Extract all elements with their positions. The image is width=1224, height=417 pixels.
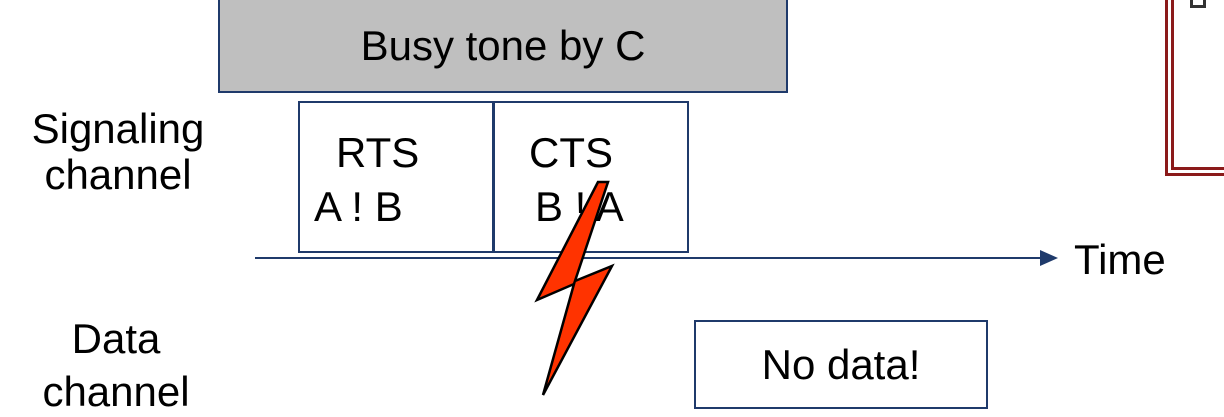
cts-title: CTS (529, 129, 613, 176)
cropped-frame-box (1165, 0, 1224, 176)
time-label: Time (1074, 236, 1166, 283)
rts-title: RTS (336, 129, 420, 176)
rts-box: RTS A ! B (298, 101, 494, 253)
no-data-label: No data! (761, 340, 921, 388)
data-label-line2: channel (42, 368, 190, 415)
rts-subtitle: A ! B (314, 183, 403, 230)
signaling-label-line2: channel (44, 151, 192, 198)
data-channel-label: Data channel (6, 311, 226, 417)
time-axis-arrowhead (1040, 250, 1058, 266)
busy-tone-label: Busy tone by C (360, 21, 646, 69)
cropped-frame-glyph (1190, 0, 1206, 8)
no-data-box: No data! (694, 320, 988, 409)
data-label-line1: Data (71, 315, 161, 362)
signaling-label-line1: Signaling (31, 105, 205, 152)
signaling-channel-label: Signaling channel (2, 106, 234, 198)
lightning-bolt-icon (534, 180, 615, 396)
busy-tone-bar: Busy tone by C (218, 0, 788, 93)
